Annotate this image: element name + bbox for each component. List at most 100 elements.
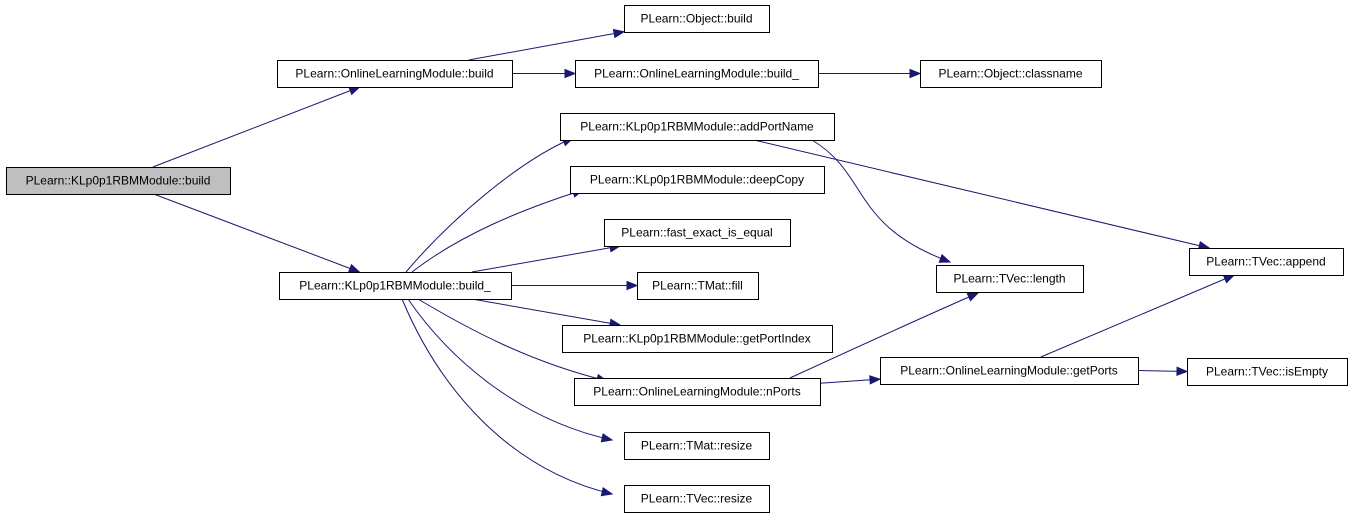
node-label: PLearn::OnlineLearningModule::build <box>295 67 493 81</box>
edge-line <box>471 245 621 273</box>
node-label: PLearn::KLp0p1RBMModule::build_ <box>299 279 491 293</box>
edge-kl_build_-to-kl_deepcopy <box>411 188 585 273</box>
node-box <box>279 272 512 300</box>
call-nodes: PLearn::KLp0p1RBMModule::buildPLearn::On… <box>6 5 1348 513</box>
node-label: PLearn::OnlineLearningModule::nPorts <box>593 385 800 399</box>
node-label: PLearn::TMat::resize <box>641 439 753 453</box>
edge-line <box>152 86 360 168</box>
node-box <box>562 325 833 353</box>
node-label: PLearn::KLp0p1RBMModule::build <box>26 174 211 188</box>
edge-line <box>753 139 1210 249</box>
edge-kl_build_-to-fast_exact <box>471 243 622 273</box>
node-box <box>920 60 1102 88</box>
edge-kl_build_-to-kl_getportindex <box>471 298 622 328</box>
node-label: PLearn::OnlineLearningModule::build_ <box>594 67 799 81</box>
node-box <box>624 485 770 513</box>
node-box <box>604 219 791 247</box>
arrow-head <box>564 68 577 79</box>
node-label: PLearn::TVec::resize <box>641 492 753 506</box>
node-tvec-append[interactable]: PLearn::TVec::append <box>1189 248 1344 276</box>
node-label: PLearn::TVec::length <box>953 272 1065 286</box>
arrow-head <box>938 253 952 263</box>
node-box <box>570 166 825 194</box>
edge-kl_build_-to-tmat_resize <box>407 298 614 443</box>
node-label: PLearn::TVec::append <box>1206 255 1325 269</box>
node-label: PLearn::Object::classname <box>938 67 1082 81</box>
node-olm-build[interactable]: PLearn::OnlineLearningModule::build <box>277 60 513 88</box>
edge-olm_build_-to-object_classname <box>818 68 922 79</box>
arrow-head <box>966 292 980 302</box>
node-olm-getports[interactable]: PLearn::OnlineLearningModule::getPorts <box>880 357 1139 385</box>
node-box <box>575 60 819 88</box>
arrow-head <box>600 486 614 497</box>
node-fast-exact[interactable]: PLearn::fast_exact_is_equal <box>604 219 791 247</box>
node-label: PLearn::Object::build <box>640 12 752 26</box>
node-label: PLearn::KLp0p1RBMModule::addPortName <box>580 120 814 134</box>
edge-line <box>411 189 584 273</box>
edge-kl_build_-to-kl_addportname <box>405 137 575 273</box>
edge-line <box>468 31 625 61</box>
edge-olm_nports-to-tvec_length <box>789 292 980 379</box>
arrow-head <box>612 28 626 39</box>
arrow-head <box>600 433 614 443</box>
node-box <box>637 272 759 300</box>
node-object-build[interactable]: PLearn::Object::build <box>624 5 770 33</box>
edge-olm_build-to-object_build <box>468 28 626 61</box>
node-box <box>560 113 835 141</box>
edge-line <box>153 193 360 273</box>
arrow-head <box>1222 274 1236 284</box>
arrow-head <box>869 375 882 385</box>
node-kl-getportindex[interactable]: PLearn::KLp0p1RBMModule::getPortIndex <box>562 325 833 353</box>
node-box <box>624 432 770 460</box>
node-kl-addportname[interactable]: PLearn::KLp0p1RBMModule::addPortName <box>560 113 835 141</box>
node-box <box>277 60 513 88</box>
edge-line <box>811 139 951 263</box>
edge-root-to-kl_build_ <box>153 193 361 273</box>
edge-line <box>789 292 979 379</box>
call-edges <box>152 28 1236 497</box>
node-box <box>624 5 770 33</box>
edge-olm_nports-to-olm_getports <box>819 375 882 385</box>
node-olm-nports[interactable]: PLearn::OnlineLearningModule::nPorts <box>574 378 821 406</box>
node-box <box>880 357 1139 385</box>
node-box <box>936 265 1084 293</box>
edge-kl_addportname-to-tvec_append <box>753 139 1211 251</box>
edge-line <box>471 298 621 326</box>
node-label: PLearn::KLp0p1RBMModule::getPortIndex <box>583 332 810 346</box>
arrow-head <box>347 263 361 273</box>
node-box <box>1187 358 1348 386</box>
edge-line <box>405 137 574 273</box>
node-olm-build-[interactable]: PLearn::OnlineLearningModule::build_ <box>575 60 819 88</box>
edge-kl_build_-to-tmat_fill <box>511 280 639 291</box>
node-kl-deepcopy[interactable]: PLearn::KLp0p1RBMModule::deepCopy <box>570 166 825 194</box>
edge-kl_build_-to-tvec_resize <box>401 298 614 497</box>
node-tvec-isempty[interactable]: PLearn::TVec::isEmpty <box>1187 358 1348 386</box>
arrow-head <box>626 280 639 291</box>
edge-olm_build-to-olm_build_ <box>512 68 577 79</box>
node-tmat-fill[interactable]: PLearn::TMat::fill <box>637 272 759 300</box>
edge-kl_addportname-to-tvec_length <box>811 139 952 263</box>
edge-line <box>407 298 613 441</box>
edge-line <box>1040 274 1235 358</box>
node-tvec-resize[interactable]: PLearn::TVec::resize <box>624 485 770 513</box>
node-tmat-resize[interactable]: PLearn::TMat::resize <box>624 432 770 460</box>
node-box <box>1189 248 1344 276</box>
edge-olm_getports-to-tvec_isempty <box>1137 366 1189 377</box>
arrow-head <box>909 68 922 79</box>
node-label: PLearn::TMat::fill <box>652 279 743 293</box>
node-box <box>6 167 231 195</box>
node-label: PLearn::OnlineLearningModule::getPorts <box>900 364 1117 378</box>
node-kl-build-[interactable]: PLearn::KLp0p1RBMModule::build_ <box>279 272 512 300</box>
node-box <box>574 378 821 406</box>
node-label: PLearn::KLp0p1RBMModule::deepCopy <box>590 173 804 187</box>
node-tvec-length[interactable]: PLearn::TVec::length <box>936 265 1084 293</box>
edge-line <box>401 298 613 495</box>
arrow-head <box>1176 366 1189 377</box>
edge-root-to-olm_build <box>152 86 361 168</box>
node-label: PLearn::fast_exact_is_equal <box>621 226 772 240</box>
edge-line <box>417 298 608 382</box>
node-label: PLearn::TVec::isEmpty <box>1206 365 1328 379</box>
node-object-classname[interactable]: PLearn::Object::classname <box>920 60 1102 88</box>
node-root[interactable]: PLearn::KLp0p1RBMModule::build <box>6 167 231 195</box>
